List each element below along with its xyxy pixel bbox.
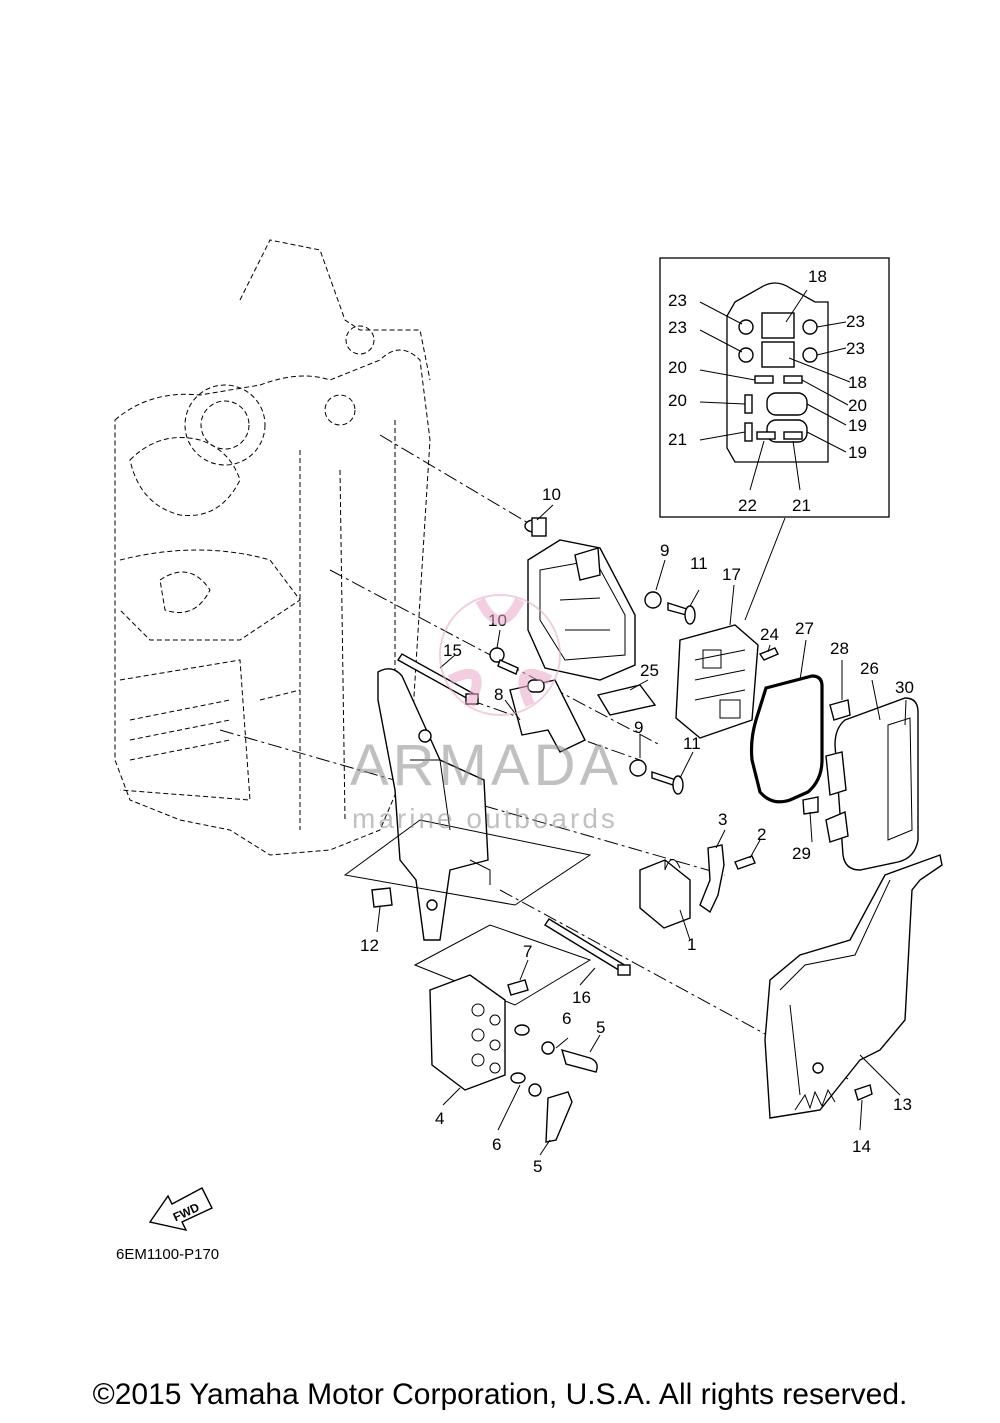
callout-15: 15: [443, 641, 462, 660]
callout-6a: 6: [562, 1009, 571, 1028]
part-13-plate: [764, 854, 943, 1119]
callout-6b: 6: [492, 1135, 501, 1154]
callout-4: 4: [435, 1109, 444, 1128]
callout-20a: 20: [668, 358, 687, 377]
part-10-lower: [489, 647, 519, 675]
callout-17: 17: [722, 565, 741, 584]
callout-9a: 9: [660, 541, 669, 560]
callout-18b: 18: [848, 373, 867, 392]
part-7-bolt: [507, 979, 529, 996]
watermark-tagline: marine outboards: [352, 803, 618, 834]
callout-5a: 5: [596, 1018, 605, 1037]
callout-14: 14: [852, 1137, 871, 1156]
callout-16: 16: [572, 988, 591, 1007]
callout-23a: 23: [668, 291, 687, 310]
callout-13: 13: [893, 1095, 912, 1114]
inset-leader: [744, 517, 786, 621]
part-16-cable-tie: [544, 918, 627, 973]
callout-23b: 23: [846, 312, 865, 331]
part-10-collar: [524, 517, 547, 537]
mounting-plane-upper: [343, 819, 592, 906]
diagram-code: 6EM1100-P170: [116, 1246, 220, 1263]
callout-11a: 11: [690, 554, 708, 573]
part-3-bracket: [699, 844, 725, 914]
fwd-arrow-icon: FWD: [148, 1187, 213, 1232]
callout-8: 8: [494, 685, 503, 704]
main-bracket: [377, 668, 491, 941]
callout-28: 28: [830, 639, 849, 658]
callout-5b: 5: [533, 1157, 542, 1176]
part-9-11-lower: [629, 759, 684, 795]
part-17-fuse-box: [675, 624, 759, 739]
part-12-bolt: [371, 887, 393, 908]
part-9-11-upper: [644, 591, 696, 625]
callout-29: 29: [792, 844, 811, 863]
part-1-relay: [639, 859, 691, 929]
callout-23c: 23: [668, 318, 687, 337]
callout-12: 12: [360, 936, 379, 955]
watermark-brand: ARMADA: [350, 733, 622, 798]
callout-25: 25: [640, 661, 659, 680]
callout-1: 1: [687, 935, 696, 954]
callout-30: 30: [895, 678, 914, 697]
callout-7: 7: [523, 942, 532, 961]
callout-11b: 11: [683, 734, 701, 753]
inset-detail: [659, 257, 890, 518]
ecu-holder: [527, 539, 636, 681]
part-24-screw: [758, 647, 779, 661]
part-26-30-cover: [825, 697, 919, 871]
callout-19b: 19: [848, 443, 867, 462]
callout-18a: 18: [808, 267, 827, 286]
part-25-pad: [596, 684, 657, 716]
part-27-gasket: [749, 674, 824, 804]
part-5-6-hardware: [510, 1024, 598, 1143]
callout-22: 22: [738, 496, 757, 515]
callout-9b: 9: [634, 718, 643, 737]
callout-27: 27: [795, 619, 814, 638]
copyright-notice: ©2015 Yamaha Motor Corporation, U.S.A. A…: [92, 1378, 908, 1411]
callout-leaders: [376, 504, 907, 1156]
callout-21a: 21: [668, 430, 687, 449]
part-2-screw: [734, 855, 756, 870]
callout-3: 3: [718, 810, 727, 829]
callout-2: 2: [757, 825, 766, 844]
callout-19a: 19: [848, 416, 867, 435]
callout-20c: 20: [848, 396, 867, 415]
callout-numbers: 18 23 23 23 23 20 18 20 20 19 21 19 22 2…: [360, 267, 914, 1176]
callout-10a: 10: [542, 485, 561, 504]
callout-23d: 23: [846, 339, 865, 358]
callout-20b: 20: [668, 391, 687, 410]
part-16-head: [617, 964, 631, 976]
part-14-screw: [854, 1084, 873, 1101]
callout-21b: 21: [792, 496, 811, 515]
callout-24: 24: [760, 625, 779, 644]
part-29-clip: [802, 796, 819, 815]
engine-block-outline: [114, 239, 431, 856]
part-4-coil: [429, 974, 506, 1091]
armada-watermark: ARMADA marine outboards: [350, 594, 622, 834]
callout-26: 26: [860, 659, 879, 678]
part-28-connector: [829, 699, 851, 721]
